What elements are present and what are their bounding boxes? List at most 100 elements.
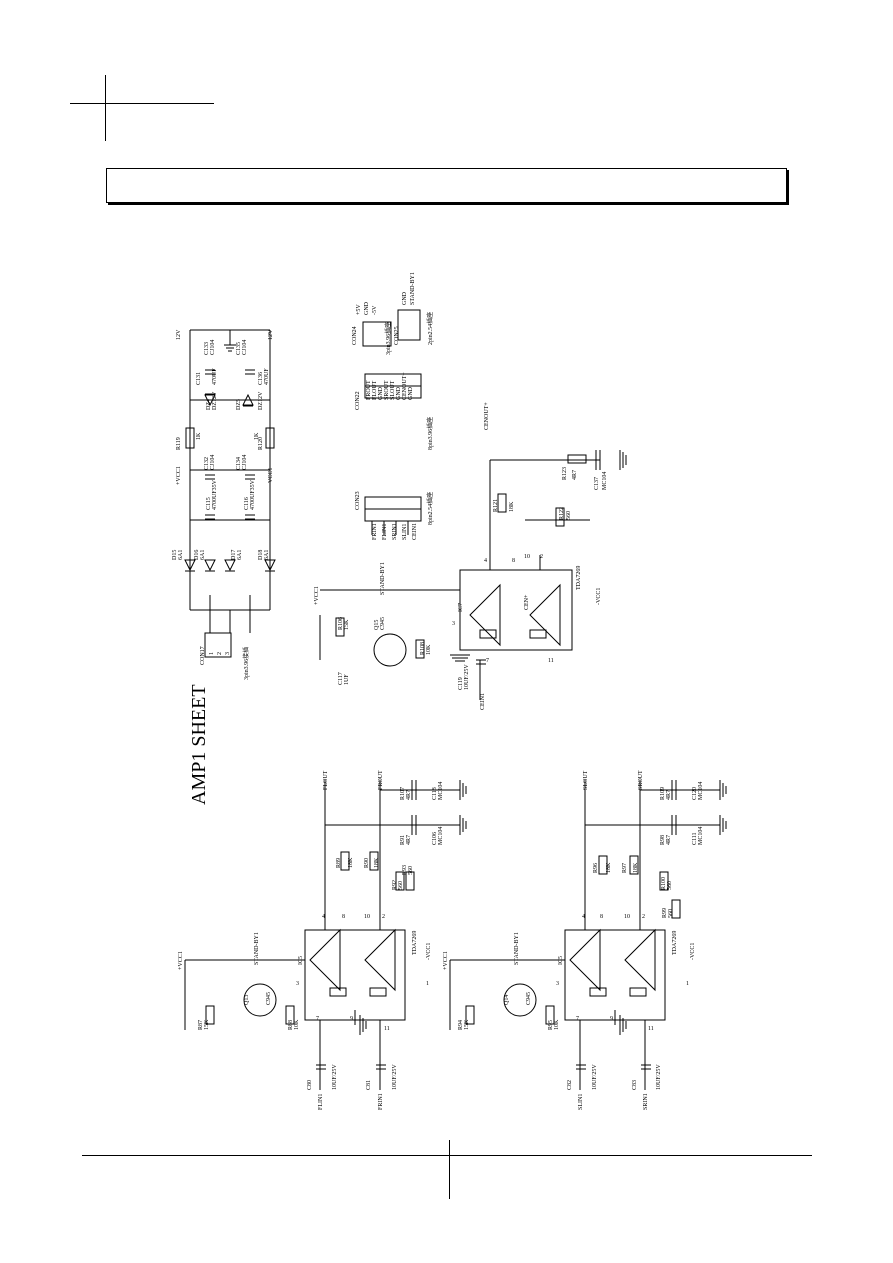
label-con17-pin3: 3 <box>225 652 231 655</box>
label-r99: R99 <box>662 908 668 918</box>
label-srout: SROUT <box>638 770 644 790</box>
label-r108-value: 10K <box>426 644 432 655</box>
label-ic7-pin2: 2 <box>540 554 543 560</box>
label-con23-frin1: FRIN1 <box>372 523 378 540</box>
label-surround-negvcc: -VCC1 <box>690 943 696 960</box>
label-r120-value: 1K <box>254 432 260 440</box>
label-r107: R107 <box>400 787 406 800</box>
ic5-front-body <box>304 929 406 1021</box>
label-ic5-front: IC5 <box>298 956 304 965</box>
label-d15-value: 6A1 <box>178 550 184 560</box>
label-c120-value: MC104 <box>698 782 704 800</box>
ic5-surround-body <box>564 929 666 1021</box>
connector-con24 <box>362 321 392 347</box>
label-c120: C120 <box>692 787 698 800</box>
label-surround-pin1: 1 <box>686 981 689 987</box>
label-r98-value: 4R7 <box>666 835 672 845</box>
label-c119: C119 <box>458 677 464 690</box>
resistor-r88 <box>285 1005 295 1025</box>
label-c117: C117 <box>338 672 344 685</box>
label-c106: C106 <box>432 832 438 845</box>
label-surround-pin3: 3 <box>556 981 559 987</box>
resistor-r89 <box>340 851 350 871</box>
label-c137: C137 <box>594 477 600 490</box>
label-c131: C131 <box>196 372 202 385</box>
label-c134: C134 <box>236 457 242 470</box>
label-q15: Q15 <box>374 620 380 630</box>
label-r91: R91 <box>400 835 406 845</box>
label-d18-value: 6A1 <box>264 550 270 560</box>
label-q13-part: C945 <box>266 992 272 1005</box>
label-con24-5v: +5V <box>356 304 362 315</box>
label-c133-value: CJ104 <box>210 340 216 355</box>
surround-amp-block <box>449 780 727 1090</box>
label-r123: R123 <box>562 467 568 480</box>
label-con23-cein1: CEIN1 <box>412 523 418 540</box>
label-c116: C116 <box>244 497 250 510</box>
label-c111: C111 <box>692 832 698 845</box>
label-slout: SLOUT <box>583 770 589 790</box>
diode-d18 <box>264 559 276 572</box>
label-c115: C115 <box>206 497 212 510</box>
label-surround-pin9: 9 <box>610 1016 613 1022</box>
label-con22-gnd1: GND <box>378 386 384 400</box>
diode-d17 <box>224 559 236 572</box>
label-center-cen-plus: CEN+ <box>524 594 530 610</box>
resistor-r96 <box>598 855 608 875</box>
label-con17: CON17 <box>200 646 206 665</box>
label-r95: R95 <box>548 1020 554 1030</box>
label-ic7-part: TDA7269 <box>576 566 582 590</box>
sheet-title: AMP1 SHEET <box>188 684 210 805</box>
label-c117-value: 1UF <box>344 674 350 685</box>
label-c81: C81 <box>366 1080 372 1090</box>
label-r89-value: 18K <box>348 857 354 868</box>
resistor-r92 <box>395 871 405 891</box>
label-c132-value: CJ104 <box>210 455 216 470</box>
footer-rule <box>82 1155 812 1156</box>
label-c116-value: 4700UF35V <box>250 479 256 510</box>
zener-dz5 <box>242 393 254 407</box>
label-con24-neg5v: -5V <box>372 305 378 315</box>
label-surround-pin8: 8 <box>600 914 603 920</box>
label-front-pin8: 8 <box>342 914 345 920</box>
label-ic7-pin11: 11 <box>548 658 554 664</box>
label-rail-negvcc1: -VCC1 <box>268 468 274 485</box>
label-r122: R122 <box>559 507 565 520</box>
label-front-pin2: 2 <box>382 914 385 920</box>
connector-con25 <box>397 309 421 341</box>
diode-d15 <box>184 559 196 572</box>
label-front-pin10: 10 <box>364 914 370 920</box>
label-r96: R96 <box>593 863 599 873</box>
label-ic7-pin7: 7 <box>486 658 489 664</box>
label-d15: D15 <box>172 550 178 560</box>
label-front-pin1: 1 <box>426 981 429 987</box>
label-front-pin7: 7 <box>316 1016 319 1022</box>
label-q13: Q13 <box>244 995 250 1005</box>
label-con22-srout: SROUT <box>384 380 390 400</box>
label-dz4-value: DZ12V <box>212 391 218 410</box>
label-con22: CON22 <box>355 391 361 410</box>
footer-divider <box>449 1140 450 1199</box>
label-r92: R92 <box>392 880 398 890</box>
resistor-r99 <box>671 899 681 919</box>
label-r93-value: 560 <box>408 866 414 875</box>
label-r97-value: 18K <box>633 862 639 873</box>
label-d16: D16 <box>194 550 200 560</box>
zener-dz4 <box>204 393 216 407</box>
label-c111-value: MC104 <box>698 827 704 845</box>
resistor-r122 <box>555 507 565 527</box>
front-amp-block <box>184 780 467 1090</box>
diode-d16 <box>204 559 216 572</box>
label-front-pin3: 3 <box>296 981 299 987</box>
label-con25: CON25 <box>394 326 400 345</box>
ic7-body <box>459 569 573 651</box>
label-con23: CON23 <box>355 491 361 510</box>
label-r89: R89 <box>336 858 342 868</box>
label-con22-cenout: CENOUT+ <box>402 372 408 400</box>
label-r107-value: 4R7 <box>406 790 412 800</box>
label-c83: C83 <box>632 1080 638 1090</box>
label-surround-pin4: 4 <box>582 914 585 920</box>
label-center-cein1: CEIN1 <box>480 693 486 710</box>
label-r96-value: 18K <box>606 862 612 873</box>
label-r100: R100 <box>661 877 667 890</box>
